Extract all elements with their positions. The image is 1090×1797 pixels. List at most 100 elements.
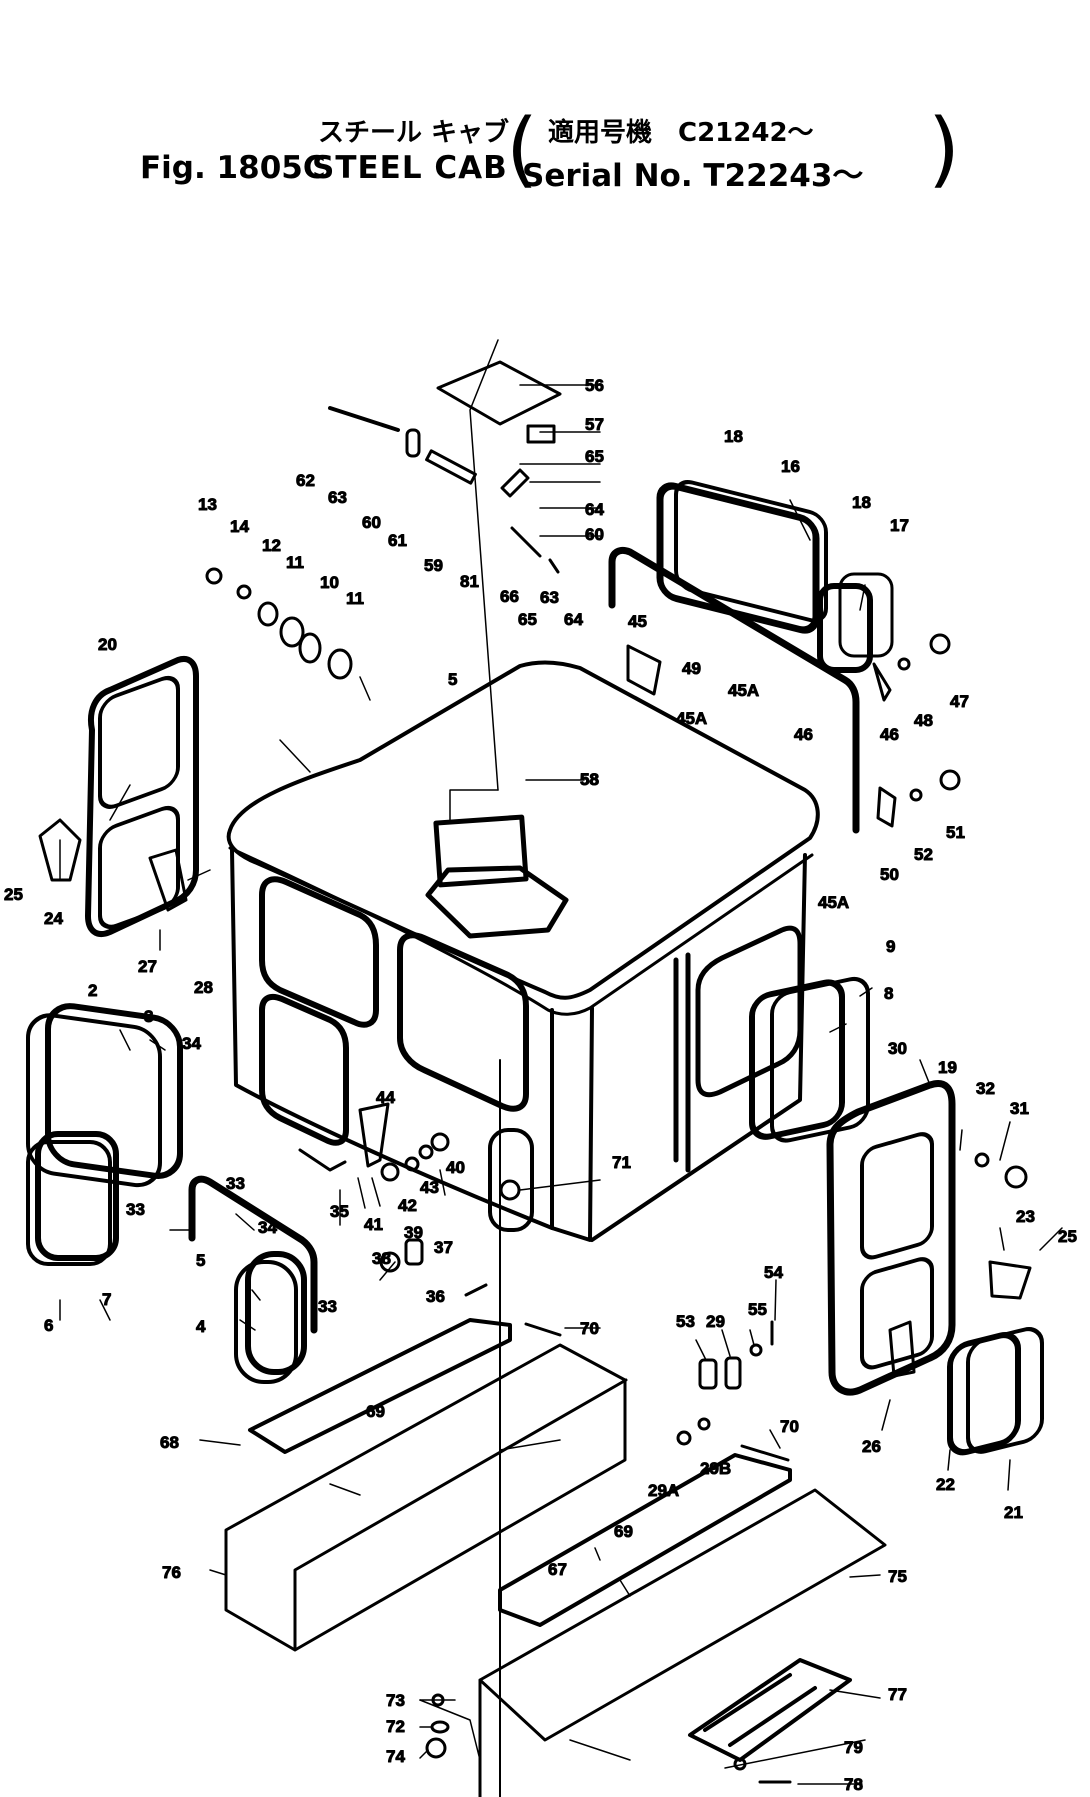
glass-pane-2 <box>26 1013 162 1188</box>
part-label: 8 <box>884 984 893 1003</box>
part-label: 13 <box>198 495 217 514</box>
part-label: 48 <box>914 711 933 730</box>
part-label: 42 <box>398 1196 417 1215</box>
roof-hatch-frame <box>425 865 569 939</box>
part-label: 24 <box>44 909 63 928</box>
glass-pane-4 <box>234 1260 298 1384</box>
part-label: 74 <box>386 1747 405 1766</box>
nut-74 <box>425 1737 447 1759</box>
bolt-31 <box>1004 1165 1028 1189</box>
ring-11b <box>327 648 353 680</box>
floor-frame-upper <box>248 1318 512 1454</box>
hatch-pin-66 <box>510 526 560 574</box>
part-label: 30 <box>888 1039 907 1058</box>
left-door-window-upper <box>98 675 180 809</box>
part-label: 59 <box>424 556 443 575</box>
glass-pane-17 <box>838 572 894 658</box>
part-label: 34 <box>182 1034 201 1053</box>
washer-29a <box>676 1430 692 1446</box>
ring-11a <box>279 616 305 648</box>
part-label: 29 <box>706 1312 725 1331</box>
latch-26 <box>888 1320 916 1378</box>
washer-43 <box>418 1144 434 1160</box>
title-japanese-serial: 適用号機 C21242～ <box>548 118 814 148</box>
cab-right-side <box>590 853 807 1242</box>
nut-55 <box>749 1343 763 1357</box>
part-label: 3 <box>144 1007 153 1026</box>
left-door <box>85 656 199 937</box>
part-label: 65 <box>585 447 604 466</box>
seal-7 <box>35 1131 119 1261</box>
right-door-window-upper <box>860 1132 934 1260</box>
roof-hatch-opening <box>433 814 529 888</box>
part-label: 60 <box>362 513 381 532</box>
part-label: 53 <box>676 1312 695 1331</box>
serial-range: Serial No. T22243～ <box>522 158 864 194</box>
bracket-49 <box>626 644 662 696</box>
part-label: 11 <box>346 589 364 608</box>
part-label: 36 <box>426 1287 445 1306</box>
part-label: 45A <box>818 893 849 912</box>
cab-left-side <box>230 848 554 1230</box>
handle-71 <box>499 1179 521 1201</box>
part-label: 21 <box>1004 1503 1023 1522</box>
part-label: 55 <box>748 1300 767 1319</box>
hatch-clip-57 <box>526 424 556 444</box>
part-label: 29B <box>700 1459 731 1478</box>
washer-52 <box>909 788 923 802</box>
part-label: 64 <box>564 610 583 629</box>
glass-pane-6 <box>26 1140 112 1266</box>
seal-strip-33-34 <box>188 1175 318 1334</box>
pin-36 <box>464 1283 488 1297</box>
seal-22 <box>947 1332 1021 1456</box>
nut-40 <box>430 1132 450 1152</box>
part-label: 16 <box>781 457 800 476</box>
part-label: 31 <box>1010 1099 1029 1118</box>
part-label: 11 <box>286 553 304 572</box>
part-label: 51 <box>946 823 965 842</box>
part-label: 63 <box>328 488 347 507</box>
part-label: 62 <box>296 471 315 490</box>
washer-32 <box>974 1152 990 1168</box>
part-label: 22 <box>936 1475 955 1494</box>
side-window <box>695 925 803 1098</box>
part-label: 46 <box>880 725 899 744</box>
part-label: 63 <box>540 588 559 607</box>
bracket-46 <box>872 662 892 702</box>
floor-box <box>224 1343 628 1652</box>
part-label: 5 <box>448 670 457 689</box>
cab-side-channel <box>673 952 691 1173</box>
cab-roof-rim <box>228 846 814 1016</box>
title-japanese-name: スチール キャブ <box>318 118 510 148</box>
part-label: 27 <box>138 957 157 976</box>
part-label: 67 <box>548 1560 567 1579</box>
washer-48 <box>897 657 911 671</box>
part-label: 29A <box>648 1481 679 1500</box>
part-label: 57 <box>585 415 604 434</box>
clip-53 <box>698 1358 718 1390</box>
latch-44 <box>358 1102 390 1168</box>
washer-72 <box>430 1720 450 1734</box>
step-plate <box>688 1658 852 1762</box>
hatch-link-81 <box>500 468 530 498</box>
part-label: 77 <box>888 1685 907 1704</box>
part-label: 52 <box>914 845 933 864</box>
part-label: 66 <box>500 587 519 606</box>
part-label: 14 <box>230 517 249 536</box>
part-label: 25 <box>1058 1227 1077 1246</box>
bolt-41 <box>380 1162 400 1182</box>
part-label: 20 <box>98 635 117 654</box>
part-label: 10 <box>320 573 339 592</box>
part-label: 6 <box>44 1316 53 1335</box>
part-label: 44 <box>376 1088 395 1107</box>
part-label: 46 <box>794 725 813 744</box>
part-label: 18 <box>724 427 743 446</box>
handle-35 <box>298 1148 347 1172</box>
part-label: 45A <box>676 709 707 728</box>
part-label: 32 <box>976 1079 995 1098</box>
part-label: 33 <box>126 1200 145 1219</box>
washer-29b <box>697 1417 711 1431</box>
bolt-38 <box>379 1251 401 1273</box>
part-label: 73 <box>386 1691 405 1710</box>
part-label: 4 <box>196 1317 206 1336</box>
